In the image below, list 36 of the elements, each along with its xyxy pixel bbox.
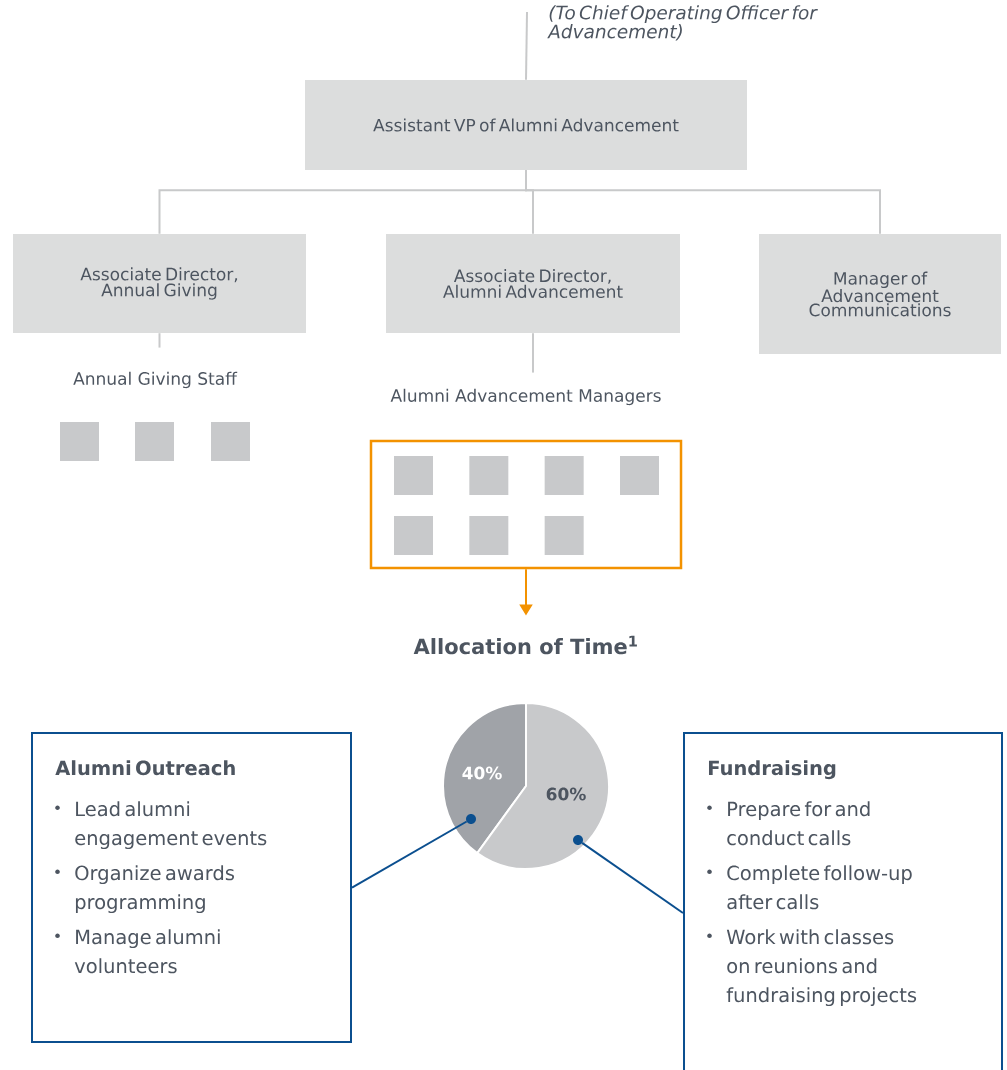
bullet-item: Manage alumni volunteers [55,929,220,974]
position-box: Associate Director, Annual Giving [13,234,306,333]
connector-line [158,332,161,349]
staff-square [544,456,584,495]
position-box: Associate Director, Alumni Advancement [386,234,680,333]
panel-heading: Alumni Outreach [55,760,235,776]
staff-square [544,516,584,555]
staff-square [60,422,99,461]
connector-line [525,169,881,235]
reporting-note: (To Chief Operating Officer for Advancement) [547,5,818,41]
group-label: Alumni Advancement Managers [390,388,661,406]
position-box: Assistant VP of Alumni Advancement [305,80,747,170]
group-label: Annual Giving Staff [73,371,238,389]
description-panel [31,732,352,1043]
staff-square [211,422,250,461]
staff-square [394,456,433,495]
bullet-item: Complete follow-up after calls [707,865,912,910]
bullet-item: Work with classes on reunions and fundraising projects [707,929,917,1007]
description-panel [683,732,1003,1070]
bullet-item: Organize awards programming [55,865,234,914]
staff-square [394,516,433,555]
staff-square [620,456,659,495]
leader-line [351,820,468,889]
pie-slice: 40% [442,702,527,855]
connector-line [532,332,534,374]
staff-square [469,516,509,555]
position-box: Manager of Advancement Communications [759,234,1001,354]
bullet-item: Prepare for and conduct calls [707,801,870,846]
connector-line [525,11,528,81]
staff-square [469,456,509,495]
panel-heading: Fundraising [709,760,836,780]
chart-heading: Allocation of Time$^{1}$ [413,635,637,655]
staff-square [135,422,174,461]
bullet-item: Lead alumni engagement events [55,801,267,850]
leader-line [581,841,684,914]
group-frame [369,439,683,570]
